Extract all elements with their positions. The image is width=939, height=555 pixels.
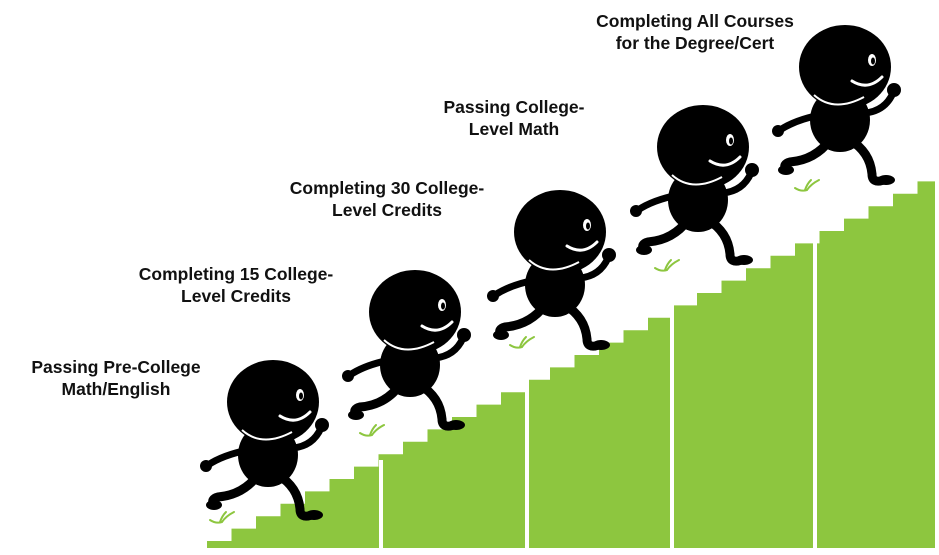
stair-divider (670, 292, 674, 548)
running-figure-icon (772, 25, 901, 186)
step-label-4-line1: Passing College- (443, 97, 585, 117)
step-label-5: Completing All Courses for the Degree/Ce… (560, 10, 830, 54)
grass-tuft-icon (359, 424, 385, 437)
running-figure-icon (630, 105, 759, 266)
grass-tuft-icon (654, 259, 680, 272)
grass-tuft-icon (794, 179, 820, 192)
staircase-icon (207, 181, 935, 548)
step-label-1-line1: Passing Pre-College (31, 357, 201, 377)
running-figure-icon (342, 270, 471, 431)
stair-divider (379, 460, 383, 548)
step-label-1-line2: Math/English (61, 379, 171, 399)
staircase-body (207, 181, 935, 548)
step-label-3: Completing 30 College- Level Credits (262, 177, 512, 221)
stair-divider (813, 212, 817, 548)
figures-group (200, 25, 901, 521)
step-label-4: Passing College- Level Math (414, 96, 614, 140)
step-label-2-line1: Completing 15 College- (138, 264, 334, 284)
grass-tuft-icon (209, 511, 235, 524)
grass-group (209, 179, 820, 524)
step-label-2: Completing 15 College- Level Credits (116, 263, 356, 307)
stair-divider (525, 370, 529, 548)
step-label-3-line1: Completing 30 College- (289, 178, 485, 198)
running-figure-icon (487, 190, 616, 351)
step-label-4-line2: Level Math (468, 119, 560, 139)
grass-tuft-icon (509, 336, 535, 349)
running-figure-icon (200, 360, 329, 521)
step-label-5-line2: for the Degree/Cert (615, 33, 775, 53)
step-label-1: Passing Pre-College Math/English (2, 356, 230, 400)
step-label-5-line1: Completing All Courses (596, 11, 794, 31)
step-label-2-line2: Level Credits (181, 286, 291, 306)
step-label-3-line2: Level Credits (332, 200, 442, 220)
